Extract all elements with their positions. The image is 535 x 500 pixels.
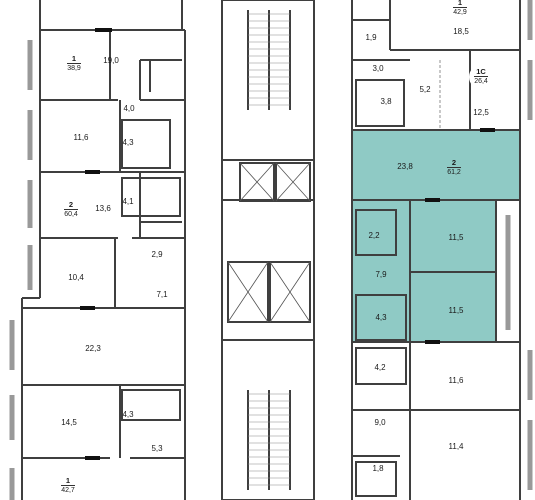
room-area: 11,6	[73, 133, 89, 142]
room-area: 10,4	[68, 273, 84, 282]
room-area: 9,0	[374, 418, 386, 427]
room-area: 13,6	[95, 204, 111, 213]
apartment-badge-left-bottom[interactable]: 1 42,7	[56, 474, 80, 498]
apartment-number: 1	[457, 0, 463, 7]
apartment-number: 2	[68, 200, 74, 209]
window-walls	[9, 0, 533, 500]
room-area: 4,2	[374, 363, 386, 372]
room-area: 23,8	[397, 162, 413, 171]
stair-treads	[248, 13, 290, 486]
apartment-badge-right-top[interactable]: 1 42,9	[448, 0, 472, 20]
room-area: 2,9	[151, 250, 163, 259]
apartment-area: 61,2	[447, 167, 461, 176]
room-area: 3,0	[372, 64, 384, 73]
room-area: 11,5	[448, 233, 464, 242]
apartment-area: 42,9	[453, 7, 467, 16]
thick-wall-segments	[80, 28, 495, 460]
apartment-area: 26,4	[474, 76, 488, 85]
apartment-badge-right-studio[interactable]: 1С 26,4	[469, 65, 493, 89]
room-area: 19,0	[103, 56, 119, 65]
walls	[21, 0, 521, 500]
apartment-number: 1	[65, 476, 71, 485]
room-area: 4,3	[375, 313, 387, 322]
room-area: 5,2	[419, 85, 431, 94]
room-area: 18,5	[453, 27, 469, 36]
room-area: 1,9	[365, 33, 377, 42]
room-area: 2,2	[368, 231, 380, 240]
room-area: 12,5	[473, 108, 489, 117]
apartment-number: 1С	[476, 67, 486, 76]
room-area: 4,3	[122, 410, 134, 419]
apartment-area: 42,7	[61, 485, 75, 494]
apartment-area: 60,4	[64, 209, 78, 218]
apartment-badge-left-top[interactable]: 1 38,9	[62, 52, 86, 76]
room-area: 3,8	[380, 97, 392, 106]
apartment-badge-right-selected[interactable]: 2 61,2	[442, 156, 466, 180]
room-area: 5,3	[151, 444, 163, 453]
room-area: 11,6	[448, 376, 464, 385]
room-area: 4,3	[122, 138, 134, 147]
room-area: 22,3	[85, 344, 101, 353]
room-area: 7,9	[375, 270, 387, 279]
room-area: 14,5	[61, 418, 77, 427]
room-area: 11,5	[448, 306, 464, 315]
apartment-area: 38,9	[67, 63, 81, 72]
apartment-number: 1	[71, 54, 77, 63]
room-area: 11,4	[448, 442, 464, 451]
elevator-marks	[227, 162, 311, 323]
room-area: 4,0	[123, 104, 135, 113]
room-area: 1,8	[372, 464, 384, 473]
room-area: 4,1	[122, 197, 134, 206]
apartment-number: 2	[451, 158, 457, 167]
room-area: 7,1	[156, 290, 168, 299]
apartment-badge-left-mid[interactable]: 2 60,4	[59, 198, 83, 222]
